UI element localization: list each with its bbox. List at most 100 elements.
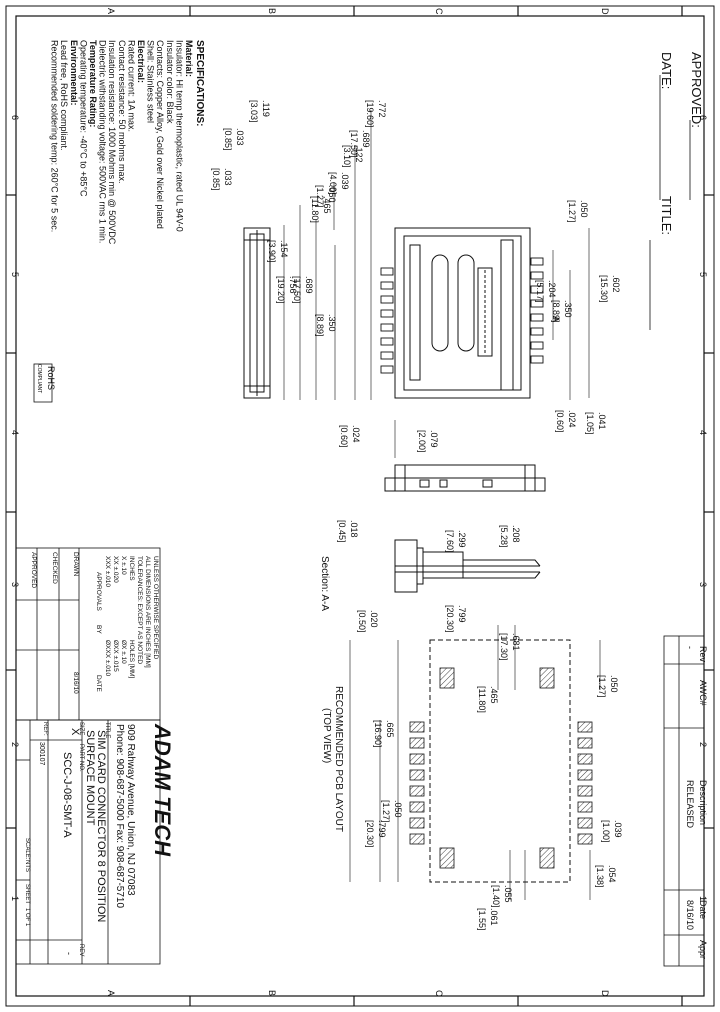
spec-line: Temperature Rating: <box>88 40 98 127</box>
dimension-label: .350 <box>327 314 337 332</box>
contact-pin-right <box>530 313 544 322</box>
dimension-label: .689 <box>304 276 314 294</box>
connector-side-view <box>243 227 271 399</box>
pcb-dimension-label: [1.27] <box>381 800 391 823</box>
dimension-label: .204 <box>547 280 557 298</box>
dimension-label: [2.00] <box>417 430 427 453</box>
pcb-dimension-label: .050 <box>393 800 403 818</box>
ref-value: 300107 <box>38 742 45 765</box>
pcb-dimension-label: [11.80] <box>477 686 487 713</box>
spec-line: Insulation resistance: 1000 Mohms min @ … <box>107 40 117 245</box>
section-dimension-label: [7.60] <box>445 530 455 553</box>
pcb-dimension-label: .061 <box>489 908 499 926</box>
pcb-contact-pad <box>409 753 425 765</box>
approval-row-label: CHECKED <box>51 552 58 584</box>
spec-heading: SPECIFICATIONS: <box>194 40 205 126</box>
pcb-contact-pad <box>577 753 593 765</box>
zone-col-label-left: 5 <box>10 272 20 277</box>
pcb-mount-pad <box>539 847 555 869</box>
outer-frame <box>5 5 715 1007</box>
spec-lines: Material:Insulator: Hi temp thermoplasti… <box>50 40 194 245</box>
approved-label: APPROVED: <box>689 52 704 128</box>
tolerance-holes-line: ØXX ±.015 <box>112 640 119 672</box>
pcb-caption: RECOMMENDED PCB LAYOUT <box>333 686 344 832</box>
dimension-label: .689 <box>361 130 371 148</box>
pcb-contact-pad <box>577 785 593 797</box>
pcb-contact-pad <box>409 737 425 749</box>
spec-line: Dielectric withstanding voltage: 500VAC … <box>98 40 108 243</box>
dimension-label: [0.60] <box>555 410 565 433</box>
dimension-label: .119 <box>261 100 271 117</box>
dimension-label: [17.50] <box>292 276 302 304</box>
pcb-dimension-label: .054 <box>607 865 617 883</box>
revision-cell: 8/16/10 <box>685 900 695 930</box>
dimension-label: .033 <box>235 128 245 146</box>
pcb-contact-pad <box>409 833 425 845</box>
pcb-dimension-label: [20.30] <box>445 605 455 633</box>
pcb-contact-pad <box>577 801 593 813</box>
tolerance-line: UNLESS OTHERWISE SPECIFIED <box>152 556 159 659</box>
contact-pins-top <box>380 257 544 374</box>
pcb-dimension-label: [17.30] <box>499 633 509 661</box>
spec-line: Operating temperature: -40°C to +85°C <box>78 40 88 197</box>
zone-col-label-right: 5 <box>698 272 708 277</box>
dimension-label: [1.27] <box>567 200 577 223</box>
spec-line: Environmental: <box>69 40 79 106</box>
zone-col-label-left: 6 <box>10 115 20 120</box>
date-header: DATE <box>95 675 102 693</box>
spec-line: Material: <box>184 40 194 77</box>
zone-row-label-bottom: B <box>267 990 277 996</box>
contact-pin-left <box>380 351 394 360</box>
dimension-labels: .772[19.60].689[17.50].039[4.00].465[11.… <box>211 100 623 931</box>
zone-col-label-right: 4 <box>698 430 708 435</box>
revision-header: Rev <box>698 646 708 663</box>
zone-col-label-left: 3 <box>10 582 20 587</box>
pcb-dimension-label: .050 <box>609 675 619 693</box>
tolerance-line: X ±.10 <box>120 556 127 575</box>
contact-pin-right <box>530 271 544 280</box>
rev-value: - <box>64 952 74 955</box>
drawing-title-line2: SURFACE MOUNT <box>84 730 96 826</box>
pcb-contact-pad <box>577 769 593 781</box>
pcb-contact-pad <box>409 801 425 813</box>
tolerance-line: TOLERANCES: EXCEPT AS NOTED <box>136 556 143 664</box>
dimension-label: .041 <box>597 412 607 430</box>
approval-row-label: APPROVED <box>30 552 37 588</box>
dimension-label: [5.17] <box>535 280 545 303</box>
dimension-label: .756 <box>288 276 298 294</box>
section-dimension-label: .208 <box>511 525 521 543</box>
tolerance-holes-line: ØXXX ±.010 <box>104 640 111 676</box>
title-block <box>15 719 161 965</box>
pcb-contact-pad <box>409 721 425 733</box>
dimension-label: [19.60] <box>365 100 375 128</box>
pcb-contact-pad <box>577 737 593 749</box>
dimension-label: .050 <box>327 185 337 203</box>
pcb-contact-pad <box>577 721 593 733</box>
pcb-dimension-label: .799 <box>457 605 467 623</box>
revision-cell: - <box>685 646 695 649</box>
dimension-label: [1.27] <box>315 185 325 208</box>
revision-header: Date <box>698 900 708 919</box>
dimension-label: A <box>551 316 561 322</box>
rohs-sublabel: COMPLIANT <box>36 364 42 393</box>
by-label: BY <box>95 625 102 634</box>
dimension-label: .033 <box>223 168 233 186</box>
dimension-label: [8.89] <box>315 314 325 337</box>
dimension-label: [19.20] <box>276 276 286 304</box>
contact-pin-right <box>530 341 544 350</box>
dimension-label: .465 <box>322 196 332 214</box>
connector-bottom-view <box>384 464 546 492</box>
dimension-label: .350 <box>563 300 573 318</box>
zone-row-label-bottom: C <box>434 990 444 997</box>
dimension-label: .154 <box>279 240 289 258</box>
spec-line: Shell: Stainless steel <box>146 40 156 123</box>
spec-line: Contacts: Copper Alloy, Gold over Nickel… <box>155 40 165 229</box>
zone-col-label-left: 1 <box>10 896 20 901</box>
pcb-layout <box>429 639 571 883</box>
pcb-dimension-label: .055 <box>503 885 513 903</box>
dimension-label: [3.03] <box>249 100 259 123</box>
revision-block <box>663 635 705 967</box>
pcb-caption-sub: (TOP VIEW) <box>321 708 332 763</box>
